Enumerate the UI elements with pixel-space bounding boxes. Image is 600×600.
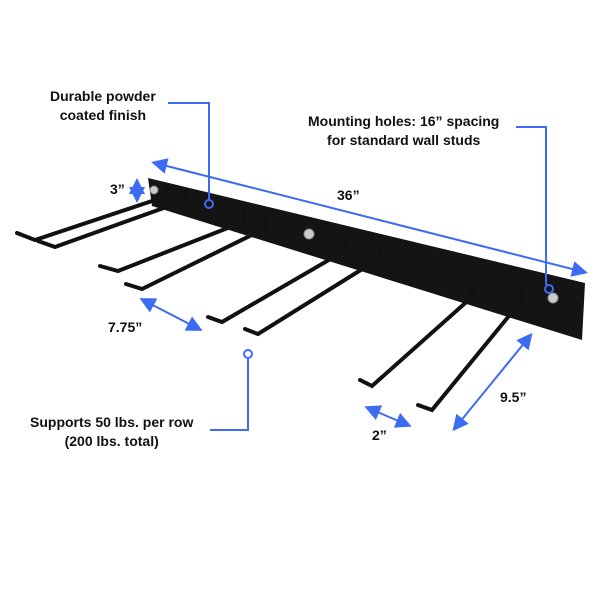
arm <box>358 295 474 389</box>
screw-icon <box>547 292 559 304</box>
capacity-leader <box>210 358 249 431</box>
finish-line-2: coated finish <box>59 107 147 123</box>
capacity-line-2: (200 lbs. total) <box>64 433 159 449</box>
arm <box>15 194 169 243</box>
length-arrow <box>151 158 588 277</box>
arm-spacing-label: 2” <box>372 427 387 443</box>
mounting-line-2: for standard wall studs <box>327 132 481 148</box>
mounting-leader <box>516 126 547 285</box>
finish-line-1: Durable powder <box>50 88 156 104</box>
annotation-lines <box>129 102 588 432</box>
screw-icon <box>149 185 159 195</box>
capacity-line-1: Supports 50 lbs. per row <box>30 414 194 430</box>
arm <box>243 256 382 337</box>
screw-icon <box>303 228 315 240</box>
finish-label: Durable powder coated finish <box>50 87 156 125</box>
finish-leader <box>168 102 210 200</box>
row-spacing-label: 7.75” <box>108 319 143 335</box>
arm <box>98 220 245 274</box>
row-spacing-arrow <box>139 298 203 331</box>
arm-spacing-arrow <box>364 405 412 428</box>
arm-length-arrow <box>452 332 533 432</box>
arm-length-label: 9.5” <box>500 389 527 405</box>
length-label: 36” <box>337 187 360 203</box>
height-label: 3” <box>110 181 125 197</box>
mounting-label: Mounting holes: 16” spacing for standard … <box>308 112 499 150</box>
capacity-label: Supports 50 lbs. per row (200 lbs. total) <box>30 413 193 451</box>
mounting-line-1: Mounting holes: 16” spacing <box>308 113 500 129</box>
arm <box>206 248 348 325</box>
arm <box>36 198 188 250</box>
